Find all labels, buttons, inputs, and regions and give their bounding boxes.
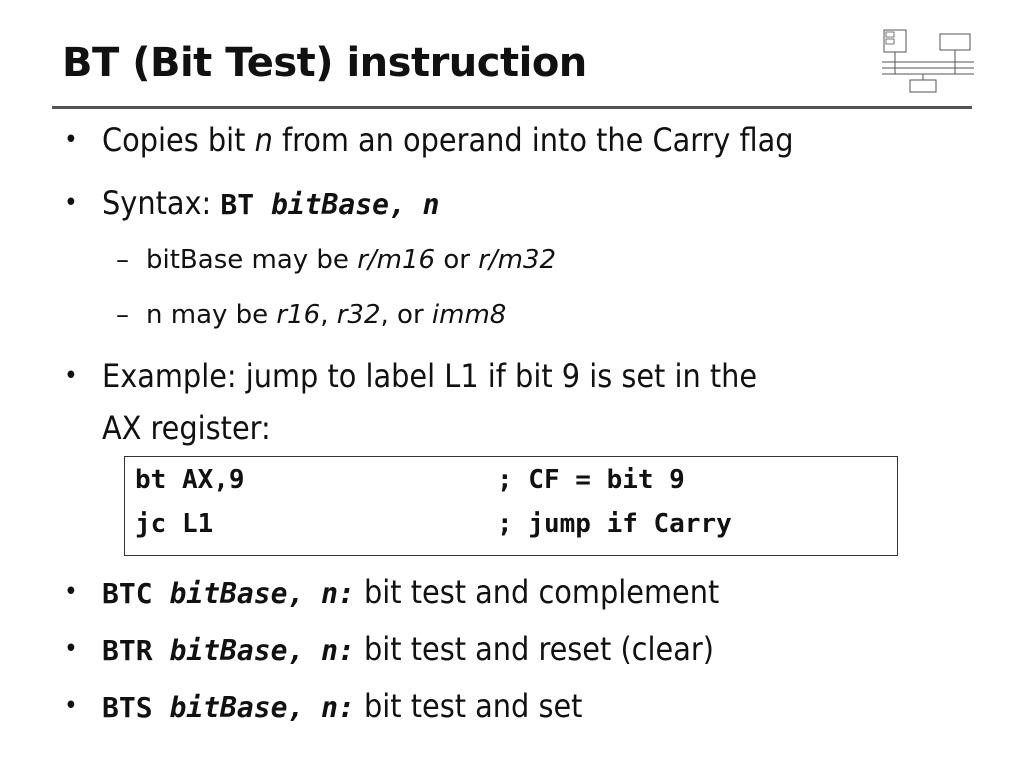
bullet-text: BTR bitBase, n: bit test and reset (clea…	[102, 629, 714, 671]
text-run: n may be	[146, 300, 277, 330]
code-line-comment: ; jump if Carry	[497, 509, 732, 539]
bullet-marker: •	[64, 691, 78, 721]
bullet-marker: •	[64, 125, 78, 155]
italic-operand: r32	[336, 300, 381, 330]
sub-text: n may be r16, r32, or imm8	[146, 298, 506, 332]
bullet-marker: •	[64, 634, 78, 664]
text-run: bitBase may be	[146, 245, 358, 275]
code-line-comment: ; CF = bit 9	[497, 465, 685, 495]
code-line-instr: jc L1	[135, 509, 214, 539]
code-operands: bitBase, n:	[169, 634, 355, 667]
bullet-text-line1: Example: jump to label L1 if bit 9 is se…	[102, 357, 758, 395]
italic-operand: r/m32	[478, 245, 557, 275]
code-operands: bitBase, n	[270, 188, 440, 221]
sub-marker: –	[116, 300, 129, 330]
code-operands: bitBase, n:	[169, 691, 355, 724]
code-btc: BTC	[102, 577, 170, 610]
bullet-text: BTC bitBase, n: bit test and complement	[102, 572, 719, 614]
italic-n: n	[254, 121, 273, 159]
text-run: ,	[320, 300, 337, 330]
bullet-text: Syntax: BT bitBase, n	[102, 183, 440, 225]
italic-operand: imm8	[431, 300, 507, 330]
italic-operand: r16	[276, 300, 321, 330]
bullet-text-line2: AX register:	[102, 409, 271, 447]
bullet-marker: •	[64, 361, 78, 391]
code-bt: BT	[220, 188, 271, 221]
italic-operand: r/m16	[357, 245, 436, 275]
code-line-instr: bt AX,9	[135, 465, 245, 495]
bullet-marker: •	[64, 577, 78, 607]
code-bts: BTS	[102, 691, 170, 724]
title-divider	[52, 106, 972, 109]
bullet-text: BTS bitBase, n: bit test and set	[102, 686, 582, 728]
text-run: Copies bit	[102, 121, 255, 159]
text-run: , or	[380, 300, 432, 330]
text-run: or	[435, 245, 479, 275]
text-run: Syntax:	[102, 184, 221, 222]
text-run: bit test and reset (clear)	[354, 630, 714, 668]
bullet-marker: •	[64, 188, 78, 218]
code-example-box: bt AX,9 ; CF = bit 9 jc L1 ; jump if Car…	[124, 456, 898, 556]
code-operands: bitBase, n:	[169, 577, 355, 610]
sub-marker: –	[116, 245, 129, 275]
computer-architecture-diagram-icon	[882, 29, 974, 93]
text-run: from an operand into the Carry flag	[272, 121, 794, 159]
text-run: bit test and complement	[354, 573, 720, 611]
bullet-text: Copies bit n from an operand into the Ca…	[102, 120, 794, 160]
text-run: bit test and set	[354, 687, 583, 725]
code-btr: BTR	[102, 634, 170, 667]
sub-text: bitBase may be r/m16 or r/m32	[146, 243, 556, 277]
slide-title: BT (Bit Test) instruction	[62, 40, 587, 86]
